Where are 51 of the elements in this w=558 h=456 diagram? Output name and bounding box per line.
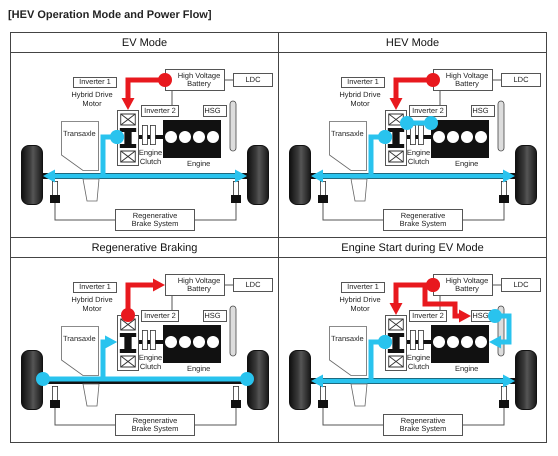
power-flow-arrow <box>122 73 172 110</box>
panel-title: EV Mode <box>122 36 168 48</box>
power-flow-arrow <box>121 278 165 322</box>
brake-caliper <box>231 386 241 408</box>
power-flow-arrow <box>422 278 471 322</box>
engine-block <box>163 120 221 158</box>
brake-caliper <box>231 181 241 203</box>
panel-title: Regenerative Braking <box>92 242 198 254</box>
engine-clutch <box>139 330 163 350</box>
wheel <box>21 350 43 410</box>
brake-caliper <box>499 386 509 408</box>
mode-panel <box>10 237 279 443</box>
wheel <box>289 350 311 410</box>
wheel <box>515 145 537 205</box>
motor-drawing <box>117 110 139 166</box>
brake-caliper <box>318 386 328 408</box>
wheel <box>247 145 269 205</box>
diagram-title: [HEV Operation Mode and Power Flow] <box>8 9 212 21</box>
engine-block <box>163 325 221 363</box>
connector-line <box>54 408 116 426</box>
wheel <box>21 145 43 205</box>
connector-line <box>462 408 504 426</box>
mode-panel <box>278 237 547 443</box>
motor-drawing <box>117 315 139 371</box>
wheel <box>289 145 311 205</box>
connector-line <box>224 284 234 286</box>
engine-clutch <box>407 125 431 145</box>
connector-line <box>462 202 504 220</box>
connector-line <box>54 202 116 220</box>
power-flow-arrow <box>390 73 440 110</box>
connector-line <box>322 408 384 426</box>
engine-clutch <box>407 330 431 350</box>
mode-panel <box>10 32 279 238</box>
connector-line <box>492 284 502 286</box>
power-flow-arrow <box>488 309 512 348</box>
connector-line <box>194 408 236 426</box>
engine-clutch <box>139 125 163 145</box>
panel-title: HEV Mode <box>386 36 440 48</box>
mode-panel <box>278 32 547 238</box>
brake-caliper <box>50 181 60 203</box>
wheel <box>247 350 269 410</box>
motor-drawing <box>385 315 407 371</box>
engine-block <box>431 120 489 158</box>
engine-block <box>431 325 489 363</box>
connector-line <box>194 202 236 220</box>
brake-caliper <box>318 181 328 203</box>
brake-caliper <box>50 386 60 408</box>
wheel <box>515 350 537 410</box>
connector-line <box>322 202 384 220</box>
brake-caliper <box>499 181 509 203</box>
panel-title: Engine Start during EV Mode <box>341 242 484 254</box>
